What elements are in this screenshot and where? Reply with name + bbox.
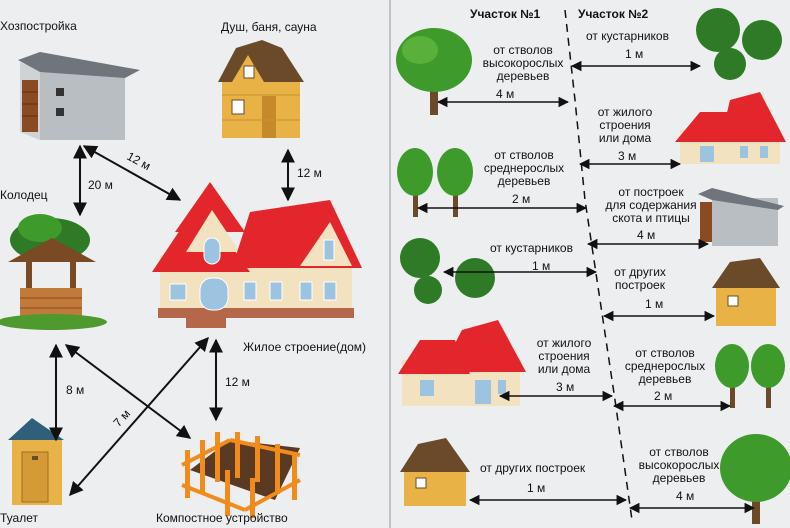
label-sauna: Душ, баня, сауна: [221, 20, 317, 34]
label-toilet: Туалет: [0, 511, 38, 525]
label-house: Жилое строение(дом): [243, 340, 367, 354]
dist-r6-left: 1 м: [527, 481, 546, 495]
left-arrows: [49, 144, 295, 497]
dist-sauna-house: 12 м: [297, 166, 322, 180]
dist-r3-right: 4 м: [637, 228, 656, 242]
dist-well-toilet: 8 м: [66, 383, 85, 397]
medium-trees-icon-2: [715, 344, 785, 408]
dist-r4-left: 1 м: [532, 259, 551, 273]
arrow-shed-house: [82, 145, 182, 201]
dist-shed-well: 20 м: [88, 178, 113, 192]
tall-tree-icon: [396, 28, 472, 115]
dist-r4-right: 1 м: [645, 297, 664, 311]
livestock-shed-icon: [698, 188, 784, 246]
bushes-icon: [696, 8, 782, 80]
main-house-icon: [152, 182, 362, 328]
tall-tree-icon-2: [720, 434, 790, 524]
header-plot2: Участок №2: [578, 7, 649, 21]
label-shed: Хозпостройка: [0, 19, 77, 33]
well-icon: [0, 214, 107, 330]
plot1-wood-house-icon: [400, 438, 470, 506]
dist-r5-left: 3 м: [556, 380, 575, 394]
sauna-house-icon: [218, 40, 304, 138]
medium-trees-icon: [397, 148, 473, 217]
dist-house-compost: 12 м: [225, 375, 250, 389]
plot2-house-icon: [675, 92, 786, 164]
plot1-house-icon: [398, 320, 526, 406]
boundary-line: [564, 9, 633, 521]
label-compost: Компостное устройство: [156, 511, 288, 525]
text-r6-left: от других построек: [480, 461, 586, 475]
header-plot1: Участок №1: [470, 7, 541, 21]
text-r1-right: от кустарников: [586, 29, 669, 43]
dist-r5-right: 2 м: [654, 389, 673, 403]
dist-r1-right: 1 м: [625, 47, 644, 61]
dist-r1-left: 4 м: [496, 87, 515, 101]
bushes-icon-2: [400, 238, 495, 304]
label-well: Колодец: [0, 188, 48, 202]
text-r4-left: от кустарников: [490, 241, 573, 255]
compost-fence-icon: [181, 432, 301, 518]
shed-icon: [18, 52, 140, 140]
right-arrows: [416, 60, 756, 514]
arrow-toilet-house: [69, 336, 209, 497]
dist-r6-right: 4 м: [676, 489, 695, 503]
plot2-wood-house-icon: [712, 258, 780, 326]
dist-r2-right: 3 м: [618, 149, 637, 163]
arrow-well-compost: [64, 344, 192, 439]
dist-r3-left: 2 м: [512, 192, 531, 206]
